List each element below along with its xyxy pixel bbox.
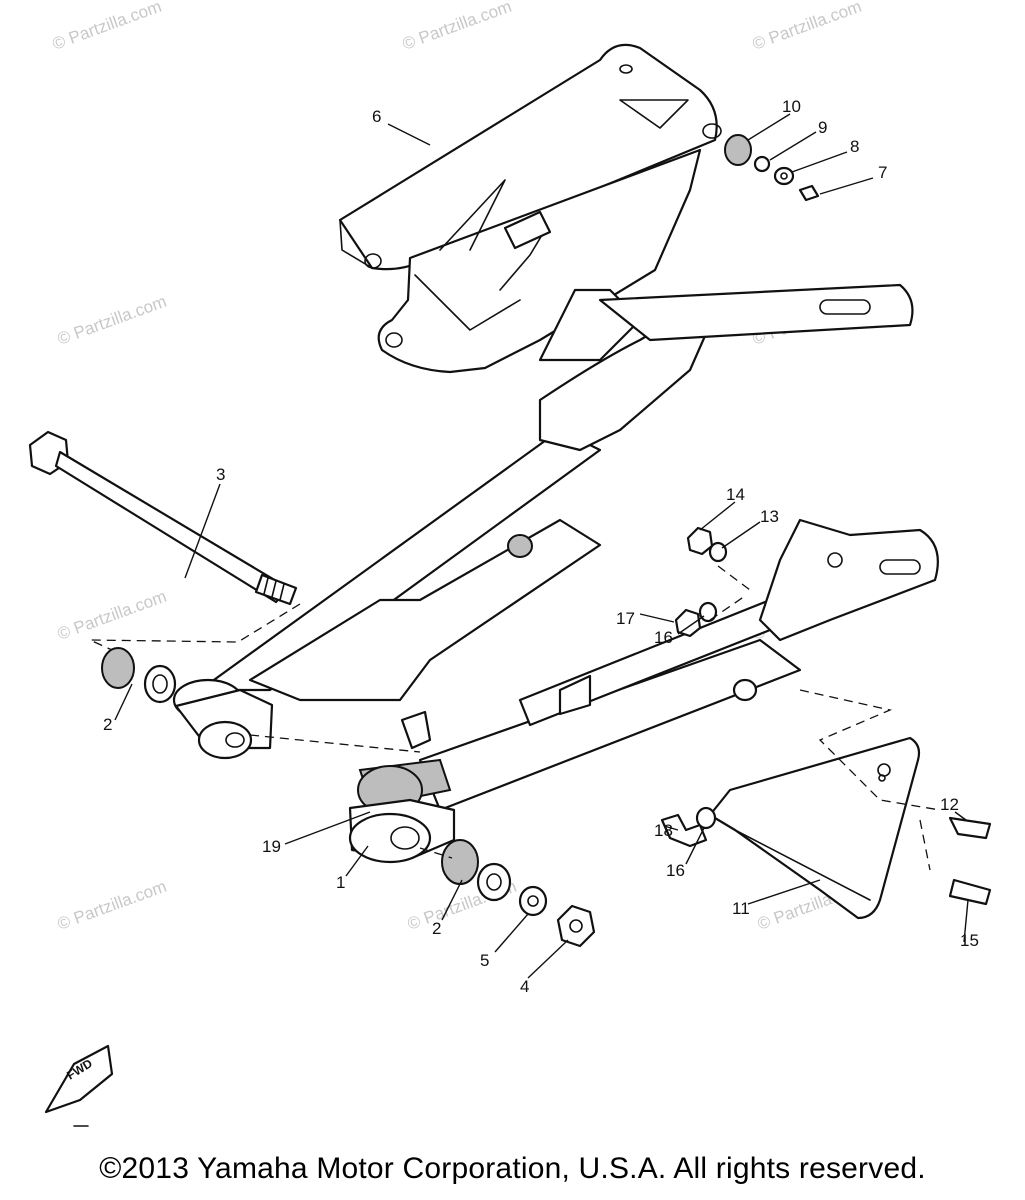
callout-8: 8 [850, 137, 859, 156]
washer-5 [518, 885, 548, 917]
bolt-15 [948, 878, 992, 906]
spacer-9 [753, 155, 771, 173]
washer-8 [773, 166, 795, 186]
callout-4: 4 [520, 977, 529, 996]
axle-hardware-top [724, 134, 820, 202]
right-bushing-and-nut [441, 839, 596, 948]
pivot-shaft [28, 430, 298, 606]
callout-2a: 2 [103, 715, 112, 734]
fwd-arrow-icon: FWD [44, 1044, 114, 1127]
chain-case [338, 43, 722, 374]
swing-arm [172, 283, 939, 812]
callout-17: 17 [616, 609, 635, 628]
alignment-lines [89, 565, 941, 871]
copyright-notice: ©2013 Yamaha Motor Corporation, U.S.A. A… [99, 1152, 926, 1185]
upper-right-hardware [674, 526, 728, 638]
bolt-7 [798, 184, 820, 202]
bracket [660, 736, 992, 920]
bolt-12 [948, 816, 992, 840]
callout-labels: 6 10 9 8 7 3 14 13 17 16 2 18 16 12 19 1… [103, 97, 979, 996]
callout-9: 9 [818, 118, 827, 137]
callout-5: 5 [480, 951, 489, 970]
callout-16b: 16 [666, 861, 685, 880]
callout-15: 15 [960, 931, 979, 950]
left-bushings [101, 647, 177, 704]
watermark: © Partzilla.com [50, 0, 164, 54]
bushing-2a [101, 647, 135, 689]
callout-13: 13 [760, 507, 779, 526]
callout-2b: 2 [432, 919, 441, 938]
leader-lines [114, 113, 969, 979]
spacer-10 [724, 134, 752, 166]
watermark: © Partzilla.com [400, 0, 514, 54]
callout-14: 14 [726, 485, 745, 504]
callout-6: 6 [372, 107, 381, 126]
callout-12: 12 [940, 795, 959, 814]
right-pivot-boss [348, 758, 456, 864]
callout-7: 7 [878, 163, 887, 182]
callout-1: 1 [336, 873, 345, 892]
callout-18: 18 [654, 821, 673, 840]
watermark: © Partzilla.com [750, 0, 864, 54]
bushing-2b [441, 839, 479, 885]
nut-14 [686, 526, 714, 556]
watermark: © Partzilla.com [55, 877, 169, 934]
washer-16b [695, 806, 717, 830]
washer-13 [708, 541, 728, 563]
callout-3: 3 [216, 465, 225, 484]
nut-17 [674, 608, 702, 638]
callout-10: 10 [782, 97, 801, 116]
bolt-18 [660, 813, 708, 848]
callout-11: 11 [732, 899, 750, 918]
callout-16a: 16 [654, 628, 673, 647]
watermark: © Partzilla.com [55, 587, 169, 644]
callout-19: 19 [262, 837, 281, 856]
nut-4 [556, 904, 596, 948]
watermark: © Partzilla.com [55, 292, 169, 349]
